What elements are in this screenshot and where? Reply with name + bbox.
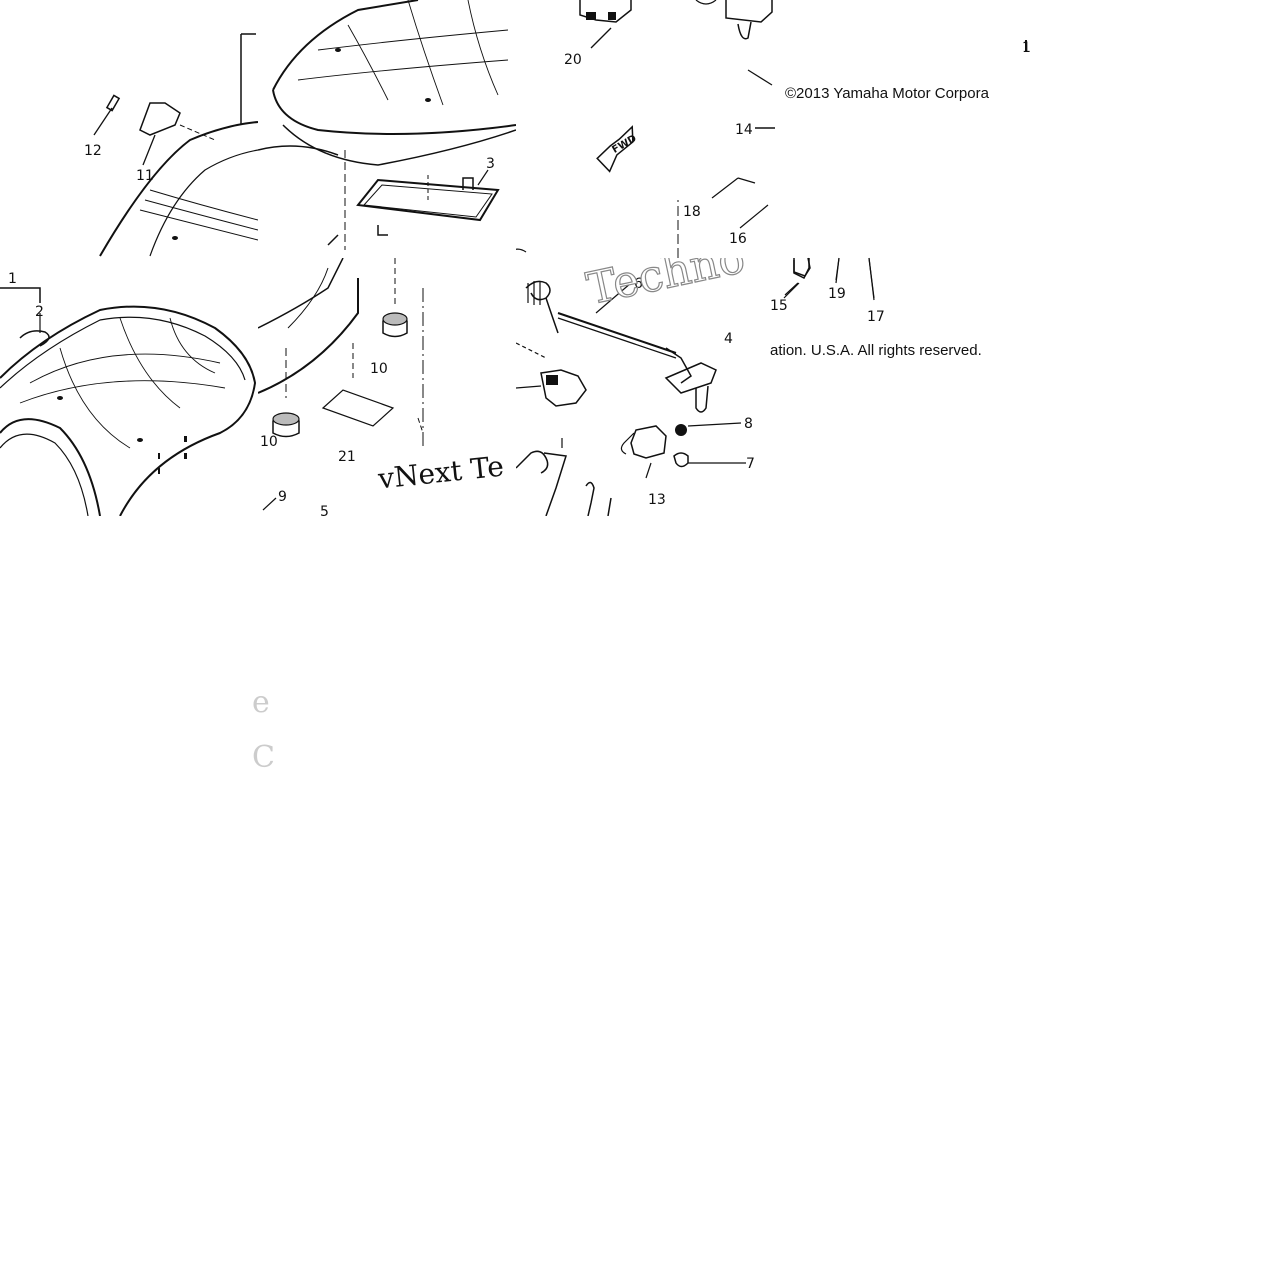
- tail-cover-drawing: 3: [258, 0, 516, 250]
- copyright-line-1: ©2013 Yamaha Motor Corpora: [785, 85, 989, 102]
- seat-cover-drawing: 12 11: [84, 33, 259, 257]
- callout-5: 5: [320, 504, 329, 516]
- callout-9: 9: [278, 489, 287, 505]
- seat-drawing: 1 2: [0, 271, 257, 516]
- copyright-line-2: ation. U.S.A. All rights reserved.: [770, 342, 982, 359]
- callout-10-upper: 10: [370, 361, 388, 377]
- callout-2: 2: [35, 304, 44, 320]
- hardware-drawing: [1025, 40, 1027, 52]
- tile-hinges: FWD 20: [516, 0, 774, 258]
- callout-3: 3: [486, 156, 495, 172]
- tile-seat-top: 12 11: [0, 0, 260, 260]
- tile-latch: 6 4 8 7 13 Techno: [516, 258, 774, 516]
- fwd-label: FWD: [610, 133, 638, 156]
- tile-tail-cover: 3: [258, 0, 516, 258]
- watermark-fragment-2: C: [252, 740, 275, 775]
- callout-12: 12: [84, 143, 102, 159]
- callout-10-lower: 10: [260, 434, 278, 450]
- callout-20: 20: [564, 52, 582, 68]
- callout-11: 11: [136, 168, 154, 184]
- hardware-lower-drawing: [783, 258, 875, 299]
- callout-4: 4: [724, 331, 733, 347]
- tile-hardware: [774, 0, 1032, 258]
- callout-13: 13: [648, 492, 666, 508]
- callout-6: 6: [634, 276, 643, 292]
- hinge-drawing: FWD 20: [516, 0, 773, 258]
- latch-drawing: 6 4 8 7 13: [516, 276, 755, 516]
- callout-21: 21: [338, 449, 356, 465]
- tile-hardware-lower: [774, 258, 1032, 516]
- callout-7: 7: [746, 456, 755, 472]
- tile-seat-main: 1 2: [0, 258, 258, 516]
- callout-1: 1: [8, 271, 17, 287]
- damper-drawing: 10 10 21 9 5: [258, 258, 424, 516]
- callout-8: 8: [744, 416, 753, 432]
- watermark-fragment-1: e: [252, 685, 270, 720]
- tile-dampers: 10 10 21 9 5 vNext Te: [258, 258, 516, 516]
